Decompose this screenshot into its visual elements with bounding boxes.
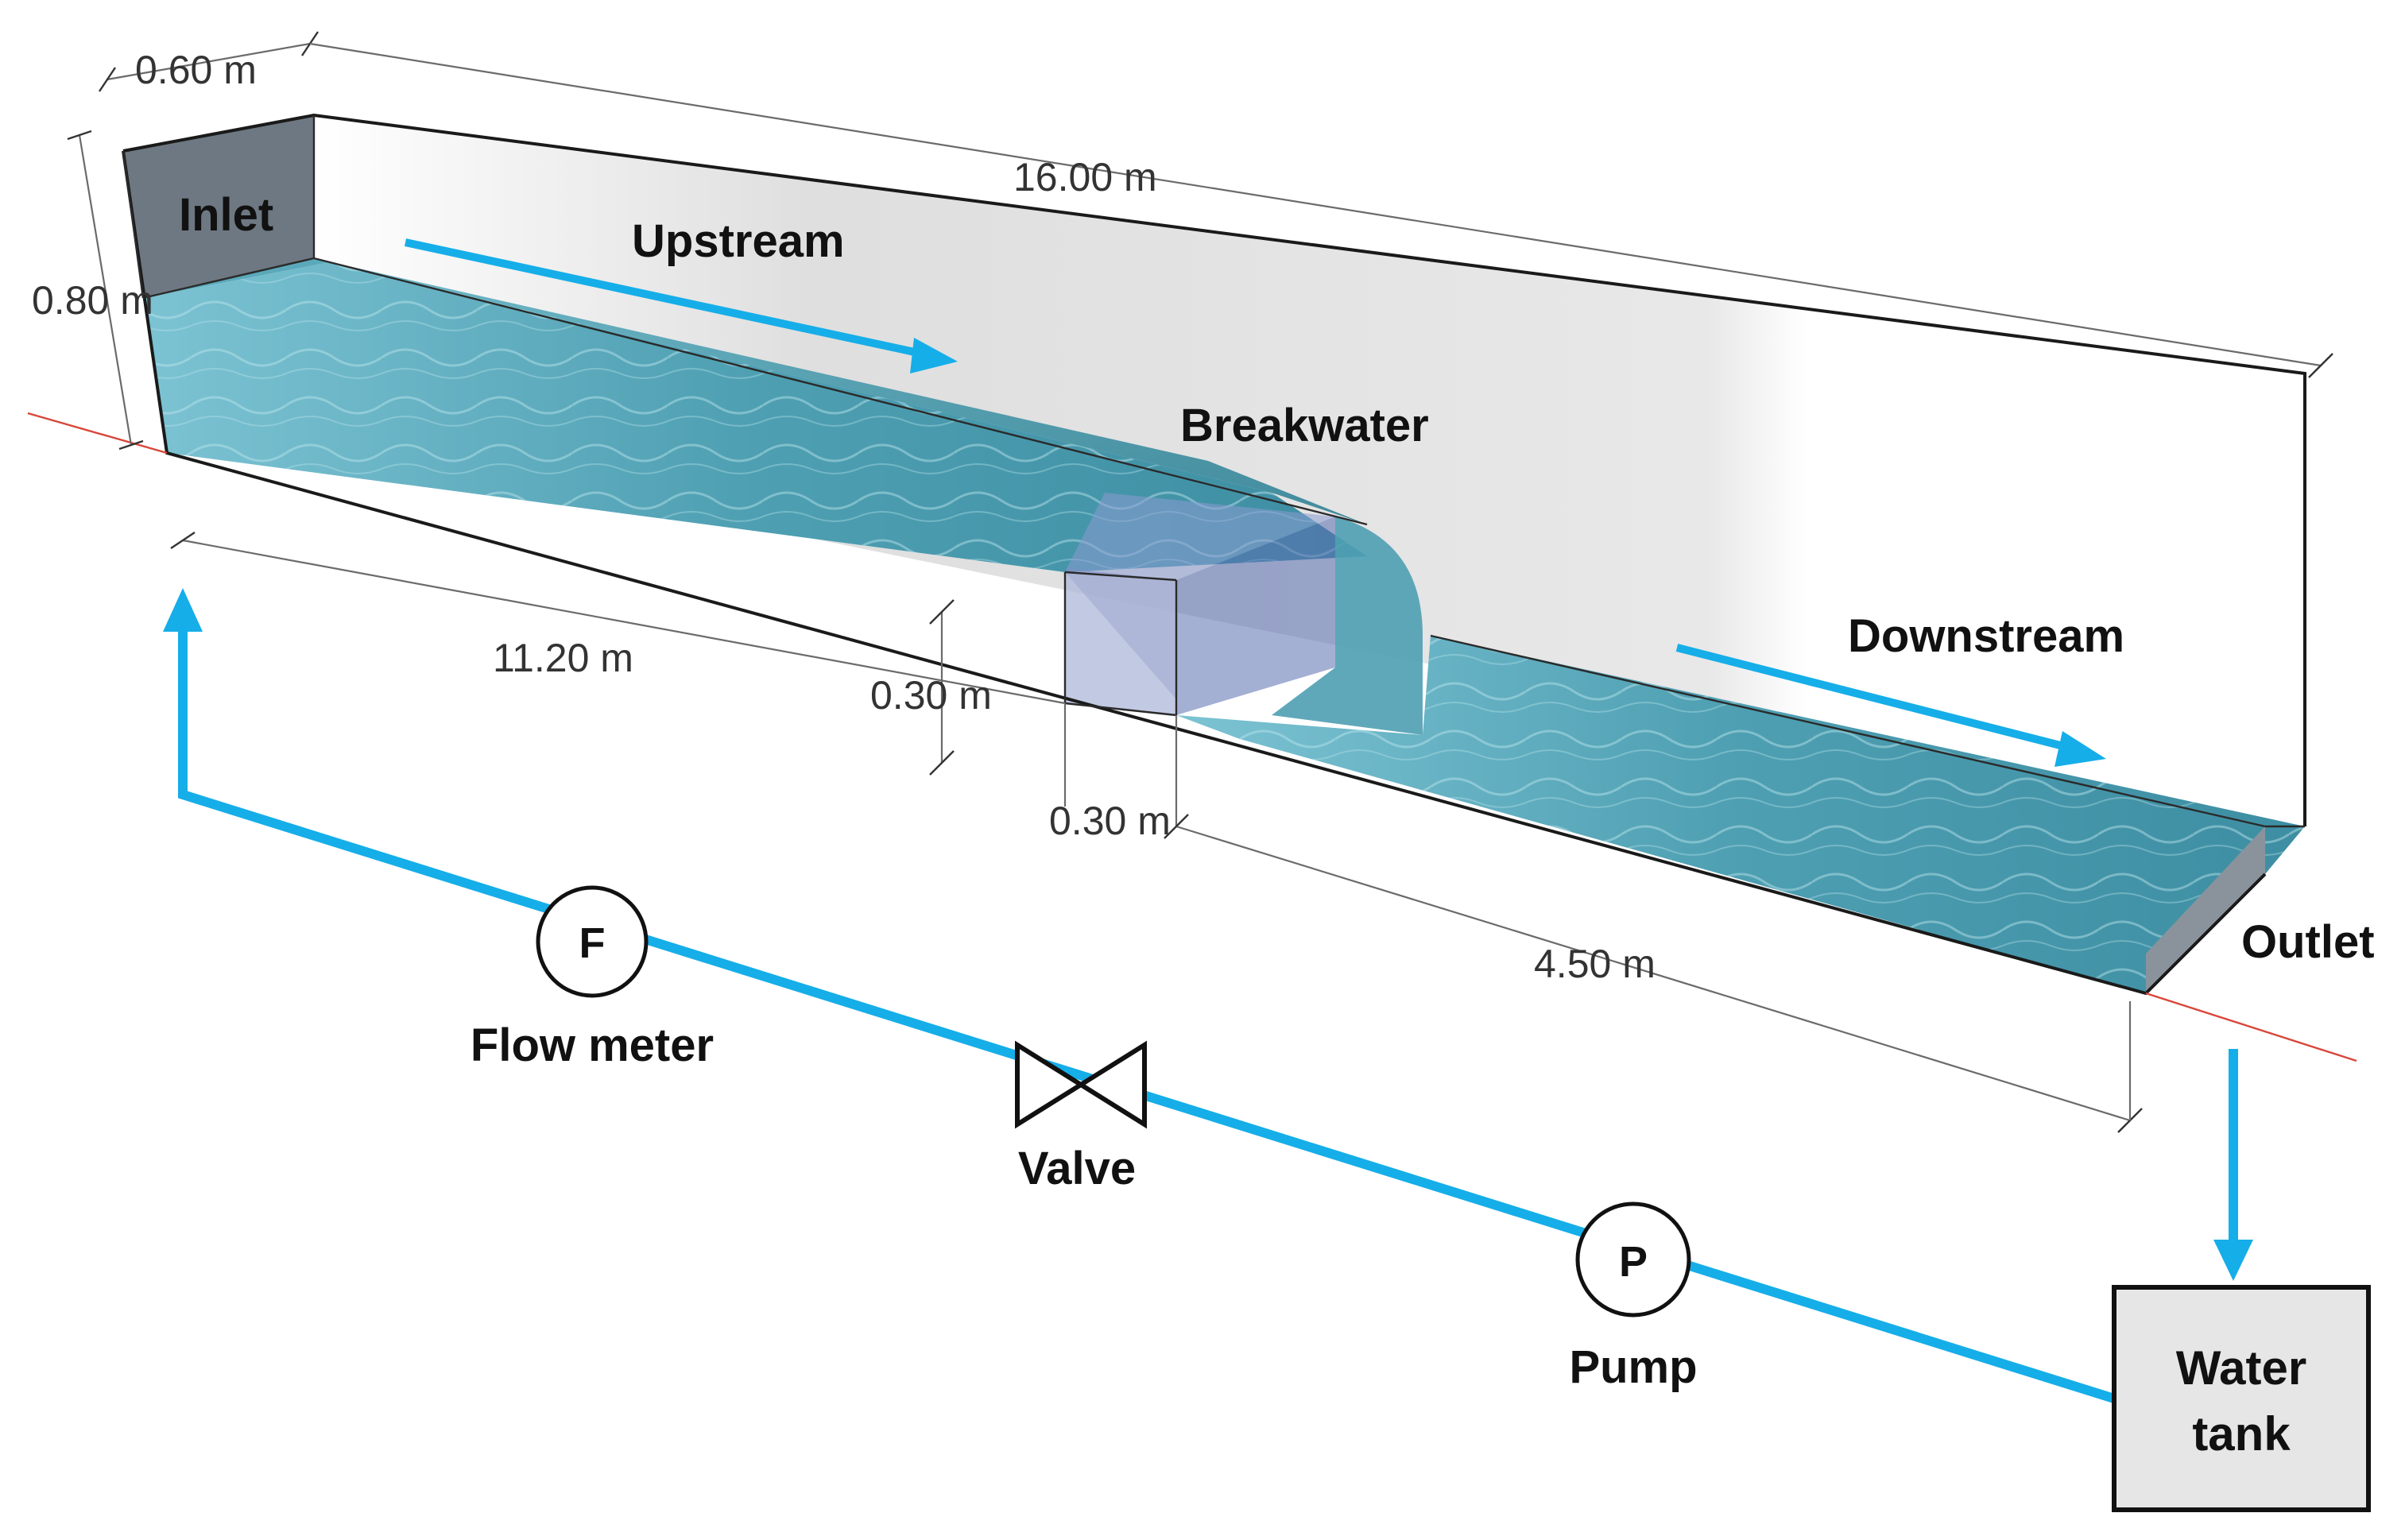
pipe-network	[163, 588, 2253, 1403]
dim-height: 0.80 m	[32, 278, 153, 323]
pump: P	[1575, 1201, 1691, 1318]
breakwater-label: Breakwater	[1180, 400, 1429, 451]
inlet-label: Inlet	[179, 189, 273, 241]
dim-width: 0.60 m	[135, 48, 257, 92]
water-tank	[2112, 1285, 2371, 1512]
ground-line-right	[2145, 992, 2357, 1062]
flow-meter: F	[536, 885, 649, 998]
dim-breakwater-length: 0.30 m	[1049, 799, 1171, 843]
flow-meter-symbol: F	[579, 919, 606, 967]
dimension-lines	[67, 31, 2333, 1133]
downstream-flow-arrow	[1675, 644, 2106, 767]
outlet-face	[2146, 826, 2265, 993]
dim-upstream-length: 11.20 m	[493, 636, 633, 680]
flow-meter-label: Flow meter	[471, 1020, 714, 1071]
downstream-water-ripples	[1176, 636, 2305, 993]
valve-icon	[1015, 1040, 1147, 1129]
upstream-flow-arrow	[404, 238, 958, 373]
water-tank-label-1: Water	[2176, 1341, 2306, 1395]
breakwater-top	[1065, 493, 1335, 580]
breakwater-front	[1065, 572, 1176, 715]
inlet-face	[123, 115, 314, 298]
dim-breakwater-height: 0.30 m	[870, 673, 992, 718]
channel-back-wall	[314, 115, 2305, 842]
breakwater-side	[1176, 517, 1335, 715]
dim-total-length: 16.00 m	[1013, 155, 1157, 199]
ground-line-left	[27, 412, 168, 455]
valve-label: Valve	[1018, 1143, 1136, 1194]
overflow-nappe	[1272, 517, 1423, 735]
downstream-label: Downstream	[1848, 610, 2124, 662]
pump-symbol: P	[1619, 1238, 1648, 1286]
upstream-label: Upstream	[632, 215, 845, 267]
upstream-water-ripples	[143, 262, 1367, 572]
water-tank-label-2: tank	[2192, 1407, 2291, 1461]
outlet-label: Outlet	[2241, 916, 2375, 968]
channel-outline	[122, 113, 2306, 996]
pump-label: Pump	[1569, 1341, 1697, 1393]
dim-downstream-length: 4.50 m	[1534, 942, 1656, 986]
